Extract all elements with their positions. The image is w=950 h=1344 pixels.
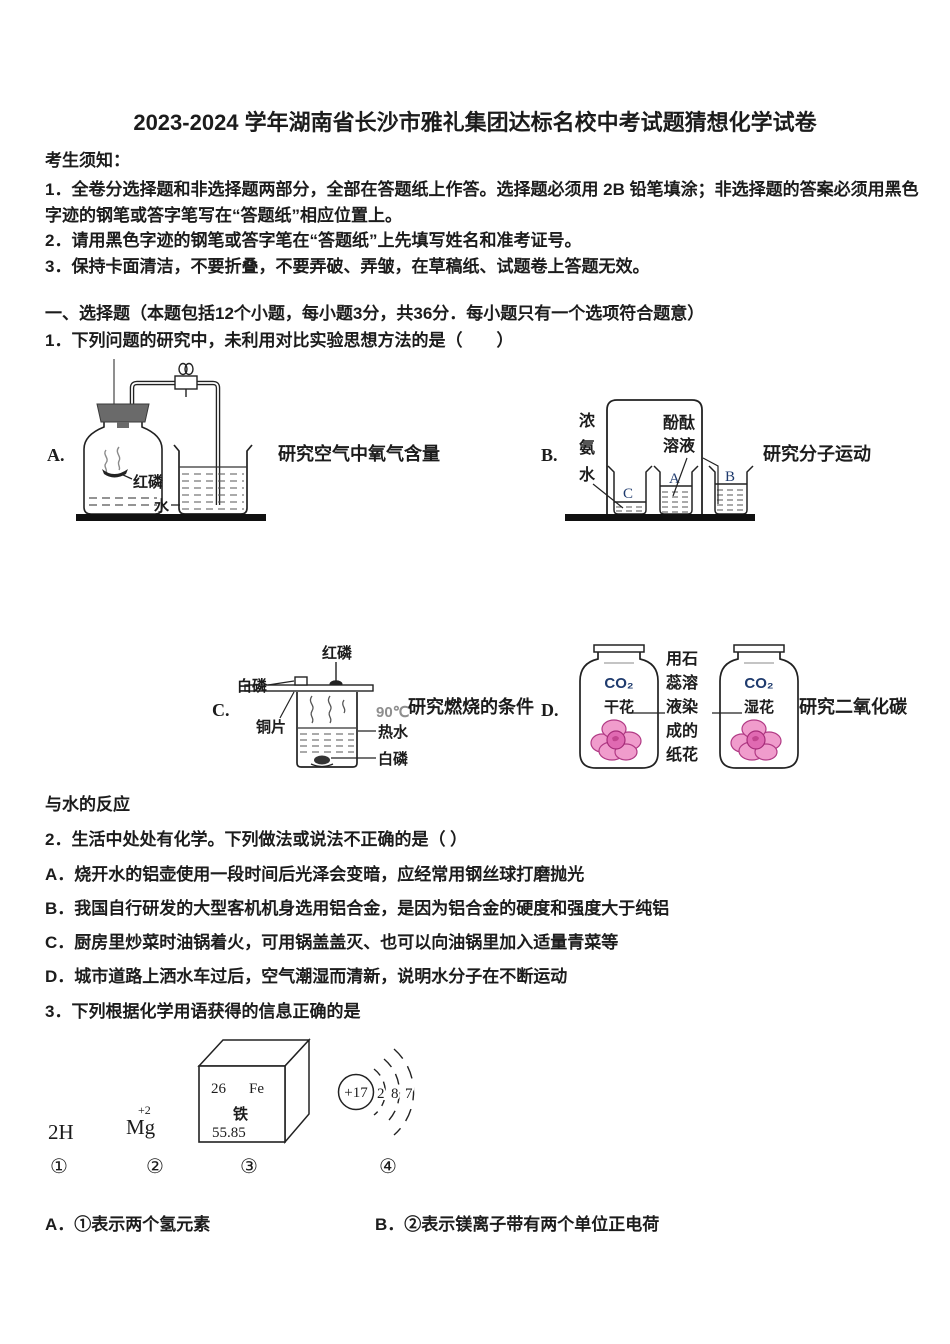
white-phosphorus-top — [294, 676, 308, 686]
label-copper-sheet: 铜片 — [256, 718, 286, 736]
q1-option-d-key: D. — [541, 700, 559, 720]
combustion-conditions-apparatus-diagram: 红磷 白磷 铜片 90℃ 热水 白磷 — [237, 644, 410, 768]
q1-option-b-caption: 研究分子运动 — [763, 444, 871, 464]
section-heading: 一、选择题（本题包括12个小题，每小题3分，共36分．每小题只有一个选项符合题意… — [45, 304, 705, 323]
left-bottle-lip — [593, 644, 645, 653]
item-number-4: ④ — [379, 1154, 397, 1178]
q1-option-c-key: C. — [212, 700, 230, 720]
q2-option-a: A．烧开水的铝壶使用一段时间后光泽会变暗，应经常用钢丝球打磨抛光 — [45, 865, 585, 884]
item-number-1: ① — [50, 1154, 68, 1178]
item-number-3: ③ — [240, 1154, 258, 1178]
fe-atomic-mass: 55.85 — [212, 1125, 246, 1141]
wet-flower-label: 湿花 — [744, 698, 774, 716]
label-litmus-paper-flowers: 用石蕊溶液染成的纸花 — [666, 651, 699, 764]
shell-2-electrons: 8 — [391, 1086, 399, 1102]
fe-name: 铁 — [233, 1105, 248, 1123]
q1-option-d-caption-continued: 与水的反应 — [45, 795, 130, 814]
label-white-phosphorus-top: 白磷 — [237, 677, 268, 695]
hot-water-beaker — [296, 692, 358, 768]
white-phosphorus-bottom — [314, 755, 330, 765]
oxygen-content-apparatus-diagram: 红磷 水 — [76, 359, 266, 521]
beaker-b-label: B — [725, 469, 735, 485]
item-number-2: ② — [146, 1154, 164, 1178]
beaker-c-label: C — [623, 486, 633, 502]
chlorine-atom-structure-diagram: +17 2 8 7 — [337, 1048, 415, 1136]
pinch-clamp — [174, 375, 198, 390]
periodic-table-cell-fe: 26 Fe 铁 55.85 — [197, 1038, 311, 1145]
q1-option-d-caption: 研究二氧化碳 — [799, 697, 907, 717]
cover-jar — [606, 399, 703, 514]
notice-heading: 考生须知： — [45, 151, 130, 170]
fe-atomic-number: 26 — [211, 1081, 227, 1097]
notice-item-2: 2．请用黑色字迹的钢笔或答字笔在“答题纸”上先填写姓名和准考证号。 — [45, 231, 582, 250]
molecular-motion-apparatus-diagram: C A B — [565, 399, 755, 521]
label-red-phosphorus: 红磷 — [133, 473, 164, 491]
q2-option-d: D．城市道路上洒水车过后，空气潮湿而清新，说明水分子在不断运动 — [45, 967, 568, 986]
dry-flower-label: 干花 — [604, 698, 634, 716]
label-water: 水 — [154, 497, 170, 515]
label-ammonia: 浓氨水 — [579, 413, 596, 484]
gas-bottle — [83, 418, 163, 515]
q2-option-b: B．我国自行研发的大型客机机身选用铝合金，是因为铝合金的硬度和强度大于纯铝 — [45, 899, 670, 918]
co2-label-left: CO₂ — [604, 675, 633, 692]
rubber-stopper — [96, 403, 150, 423]
nucleus-charge: +17 — [344, 1085, 368, 1101]
q3-option-b: B．②表示镁离子带有两个单位正电荷 — [375, 1215, 660, 1234]
label-phenolphthalein: 酚酞溶液 — [663, 415, 696, 455]
beaker-a — [173, 444, 253, 515]
q3-option-a: A．①表示两个氢元素 — [45, 1215, 211, 1234]
combustion-spoon — [102, 469, 128, 478]
shell-1-electrons: 2 — [377, 1086, 385, 1102]
formula-mg: Mg — [126, 1115, 156, 1139]
label-temperature: 90℃ — [376, 704, 410, 721]
q1-option-a-key: A. — [47, 445, 65, 465]
q1-option-c-caption: 研究燃烧的条件 — [408, 697, 534, 717]
q1-option-b-key: B. — [541, 445, 558, 465]
label-white-phosphorus-bottom: 白磷 — [378, 750, 409, 768]
label-hot-water: 热水 — [378, 723, 409, 741]
q2-stem: 2．生活中处处有化学。下列做法或说法不正确的是（ ） — [45, 830, 468, 849]
fe-symbol: Fe — [249, 1081, 264, 1097]
copper-sheet — [244, 684, 374, 692]
shell-3-electrons: 7 — [405, 1086, 413, 1102]
left-bottle — [579, 652, 659, 769]
co2-label-right: CO₂ — [744, 675, 773, 692]
q2-option-c: C．厨房里炒菜时油锅着火，可用锅盖盖灭、也可以向油锅里加入适量青菜等 — [45, 933, 619, 952]
label-red-phosphorus-c: 红磷 — [322, 644, 353, 662]
notice-item-3: 3．保持卡面清洁，不要折叠，不要弄破、弄皱，在草稿纸、试题卷上答题无效。 — [45, 257, 650, 276]
right-bottle — [719, 652, 799, 769]
co2-flower-bottles-diagram: CO₂ 干花 CO₂ 湿花 — [579, 644, 799, 769]
mg-ion-charge: +2 — [138, 1103, 151, 1117]
right-bottle-lip — [733, 644, 785, 653]
q1-option-a-caption: 研究空气中氧气含量 — [278, 444, 440, 464]
page-title: 2023-2024 学年湖南省长沙市雅礼集团达标名校中考试题猜想化学试卷 — [133, 110, 817, 135]
notice-item-1: 1．全卷分选择题和非选择题两部分，全部在答题纸上作答。选择题必须用 2B 铅笔填… — [45, 180, 919, 225]
beaker-a-label: A — [669, 471, 680, 487]
formula-2h: 2H — [48, 1120, 74, 1144]
q3-stem: 3．下列根据化学用语获得的信息正确的是 — [45, 1002, 361, 1021]
q1-stem: 1．下列问题的研究中，未利用对比实验思想方法的是（ ） — [45, 331, 514, 350]
